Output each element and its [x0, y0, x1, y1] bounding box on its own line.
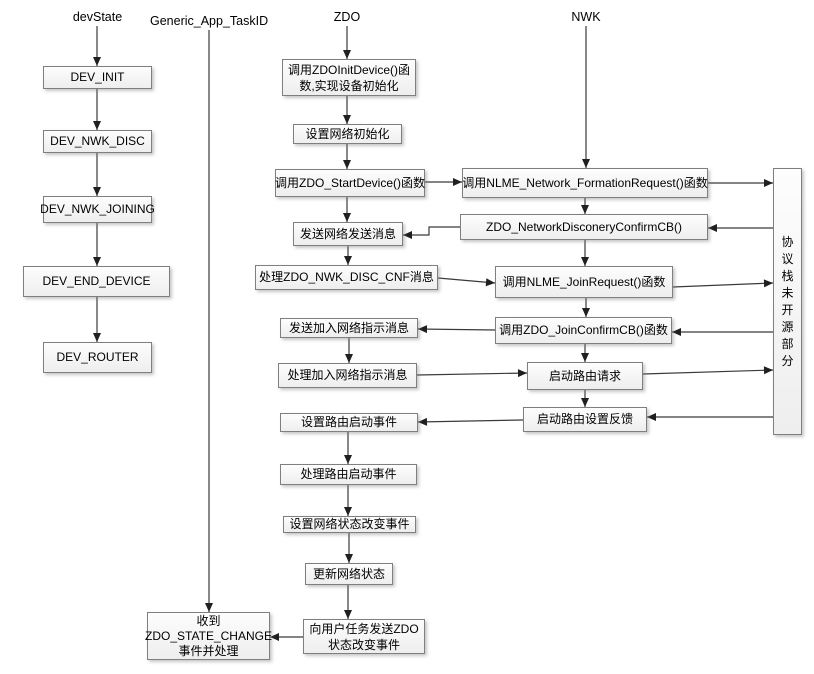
node-start-route-request: 启动路由请求: [527, 362, 643, 390]
node-send-join-ind: 发送加入网络指示消息: [280, 318, 418, 338]
edge-feedback-to-set-route-event: [417, 417, 524, 426]
node-update-net-state: 更新网络状态: [305, 563, 393, 585]
node-zdo-join-confirm: 调用ZDO_JoinConfirmCB()函数: [495, 317, 672, 344]
node-start-route-feedback: 启动路由设置反馈: [523, 407, 647, 432]
edge-route-request-to-stack: [642, 366, 774, 375]
node-nlme-formation-request: 调用NLME_Network_FormationRequest()函数: [462, 168, 708, 198]
node-set-net-init: 设置网络初始化: [293, 124, 402, 144]
edge-join-confirm-to-send-join: [417, 325, 496, 334]
node-zdo-start-device: 调用ZDO_StartDevice()函数: [275, 169, 425, 197]
node-handle-nwk-disc-cnf: 处理ZDO_NWK_DISC_CNF消息: [255, 265, 438, 290]
lane-label-devstate: devState: [72, 10, 123, 24]
node-zdo-network-discovery-confirm: ZDO_NetworkDisconeryConfirmCB(): [460, 214, 708, 240]
node-send-net-msg: 发送网络发送消息: [293, 222, 403, 246]
lane-label-zdo: ZDO: [333, 10, 361, 24]
node-zdo-init-device: 调用ZDOInitDevice()函 数,实现设备初始化: [282, 59, 416, 96]
node-set-route-start-event: 设置路由启动事件: [280, 413, 418, 432]
node-send-zdo-state-change: 向用户任务发送ZDO 状态改变事件: [303, 619, 425, 654]
node-dev-end-device: DEV_END_DEVICE: [23, 266, 170, 297]
edge-join-request-to-stack: [672, 279, 774, 288]
node-recv-zdo-state-change: 收到 ZDO_STATE_CHANGE 事件并处理: [145, 612, 272, 660]
node-dev-init: DEV_INIT: [43, 66, 152, 89]
lane-label-nwk: NWK: [571, 10, 601, 24]
node-dev-nwk-disc: DEV_NWK_DISC: [43, 130, 152, 153]
edge-disc-cnf-to-join-request: [437, 277, 496, 287]
node-handle-join-ind: 处理加入网络指示消息: [278, 363, 417, 388]
node-dev-nwk-joining: DEV_NWK_JOINING: [40, 196, 155, 223]
node-handle-route-start-event: 处理路由启动事件: [280, 464, 417, 485]
node-nlme-join-request: 调用NLME_JoinRequest()函数: [495, 266, 673, 298]
node-protocol-stack-closed-source: 协 议 栈 未 开 源 部 分: [773, 168, 802, 435]
edge-confirm-to-send-net-msg: [403, 226, 460, 239]
edge-handle-join-to-route-request: [416, 369, 528, 378]
lane-label-taskid: Generic_App_TaskID: [150, 14, 269, 28]
node-dev-router: DEV_ROUTER: [43, 342, 152, 373]
node-set-net-state-change-event: 设置网络状态改变事件: [283, 516, 416, 533]
